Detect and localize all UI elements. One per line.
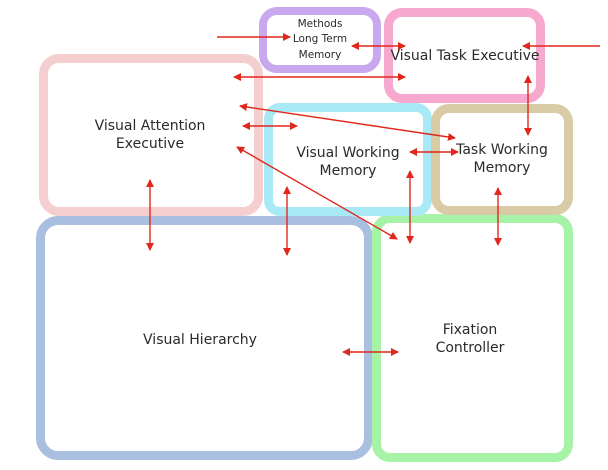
- visual-hierarchy-label: Visual Hierarchy: [100, 328, 300, 352]
- fixation-controller-box: [372, 214, 573, 462]
- arrow-attention-fixation-controller: [236, 146, 398, 240]
- methods-ltm-label: Methods Long Term Memory: [268, 13, 372, 67]
- visual-attention-executive-line-2: Executive: [115, 136, 185, 152]
- methods-ltm-line-2: Long Term: [292, 33, 348, 46]
- arrow-attention-task-memory: [239, 103, 456, 141]
- task-working-memory-label: Task Working Memory: [440, 136, 564, 182]
- visual-hierarchy-line-1: Visual Hierarchy: [143, 331, 257, 348]
- visual-task-executive-box: [384, 8, 545, 103]
- fixation-controller-label: Fixation Controller: [400, 316, 540, 362]
- methods-ltm-line-1: Methods: [297, 18, 343, 31]
- fixation-controller-line-1: Fixation: [442, 321, 498, 338]
- methods-long-term-memory-box: [259, 7, 381, 73]
- methods-ltm-line-3: Memory: [298, 48, 342, 61]
- visual-attention-executive-line-1: Visual Attention: [94, 117, 206, 134]
- visual-task-executive-label: Visual Task Executive: [390, 44, 540, 68]
- visual-task-executive-line-1: Visual Task Executive: [390, 47, 540, 64]
- fixation-controller-line-2: Controller: [435, 340, 505, 356]
- task-working-memory-line-1: Task Working: [456, 141, 548, 158]
- task-working-memory-line-2: Memory: [473, 160, 531, 176]
- visual-attention-executive-label: Visual Attention Executive: [60, 112, 240, 158]
- visual-hierarchy-box: [36, 216, 373, 460]
